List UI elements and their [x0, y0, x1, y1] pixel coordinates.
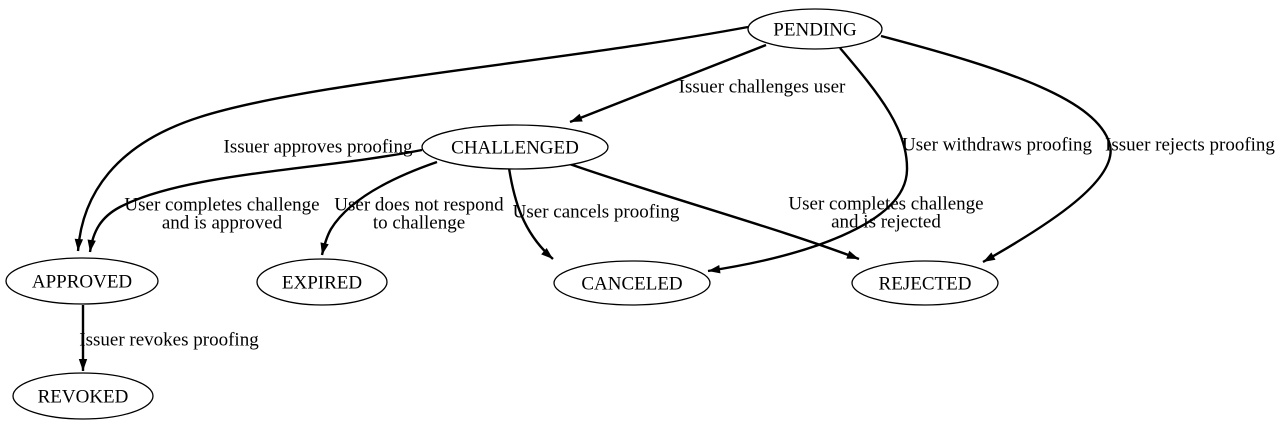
- node-canceled: CANCELED: [553, 260, 711, 306]
- node-rejected: REJECTED: [851, 260, 999, 306]
- edge-pending-to-challenged: Issuer challenges user: [569, 43, 846, 124]
- node-expired: EXPIRED: [256, 258, 388, 306]
- edge-label-line: User completes challenge: [124, 195, 319, 216]
- edge-label-line: Issuer revokes proofing: [79, 330, 259, 351]
- edge-challenged-to-canceled: User cancels proofing: [507, 167, 680, 260]
- node-ellipse-canceled: [553, 260, 711, 306]
- edge-path-pending-to-approved: [74, 25, 749, 252]
- node-label-pending: PENDING: [773, 20, 857, 41]
- edge-path-pending-to-canceled: [707, 47, 909, 274]
- edge-label-line: User withdraws proofing: [902, 135, 1092, 156]
- node-ellipse-pending: [747, 8, 883, 50]
- node-label-revoked: REVOKED: [38, 387, 129, 408]
- edge-label-line: User completes challenge: [788, 194, 983, 215]
- node-pending: PENDING: [747, 8, 883, 50]
- edge-approved-to-revoked: Issuer revokes proofing: [78, 305, 259, 371]
- edge-path-pending-to-rejected: [880, 34, 1112, 264]
- edge-label-line: Issuer approves proofing: [224, 137, 413, 158]
- edge-pending-to-rejected: Issuer rejects proofing: [880, 34, 1275, 264]
- edge-label-line: Issuer rejects proofing: [1105, 135, 1275, 156]
- edge-path-challenged-to-expired: [320, 160, 438, 256]
- node-ellipse-approved: [5, 257, 159, 305]
- node-label-canceled: CANCELED: [581, 274, 682, 295]
- edge-path-challenged-to-rejected: [560, 159, 860, 261]
- edge-label-challenged-to-canceled: User cancels proofing: [513, 202, 680, 223]
- edge-pending-to-canceled: User withdraws proofing: [707, 47, 1092, 274]
- node-label-approved: APPROVED: [32, 272, 132, 293]
- nodes-layer: PENDING CHALLENGED APPROVED EXPIRED CANCELED…: [5, 8, 999, 420]
- node-challenged: CHALLENGED: [421, 124, 609, 170]
- edge-path-challenged-to-approved: [87, 148, 423, 253]
- edge-label-line: User cancels proofing: [513, 202, 680, 223]
- edge-label-line: to challenge: [373, 213, 465, 234]
- edge-path-challenged-to-canceled: [507, 167, 554, 260]
- edge-label-approved-to-revoked: Issuer revokes proofing: [79, 330, 259, 351]
- edge-label-pending-to-rejected: Issuer rejects proofing: [1105, 135, 1275, 156]
- node-ellipse-challenged: [421, 124, 609, 170]
- edge-label-line: User does not respond: [334, 195, 504, 216]
- node-approved: APPROVED: [5, 257, 159, 305]
- edge-label-pending-to-canceled: User withdraws proofing: [902, 135, 1092, 156]
- node-ellipse-expired: [256, 258, 388, 306]
- edge-label-line: and is approved: [162, 213, 283, 234]
- edge-label-line: and is rejected: [831, 212, 941, 233]
- edge-pending-to-approved: Issuer approves proofing: [74, 25, 749, 252]
- edge-label-line: Issuer challenges user: [679, 77, 846, 98]
- edge-label-pending-to-approved: Issuer approves proofing: [224, 137, 413, 158]
- node-ellipse-revoked: [12, 372, 154, 420]
- edge-label-pending-to-challenged: Issuer challenges user: [679, 77, 846, 98]
- node-label-rejected: REJECTED: [879, 274, 972, 295]
- node-label-challenged: CHALLENGED: [451, 138, 579, 159]
- node-ellipse-rejected: [851, 260, 999, 306]
- node-label-expired: EXPIRED: [282, 273, 362, 294]
- node-revoked: REVOKED: [12, 372, 154, 420]
- edge-path-pending-to-challenged: [569, 43, 767, 124]
